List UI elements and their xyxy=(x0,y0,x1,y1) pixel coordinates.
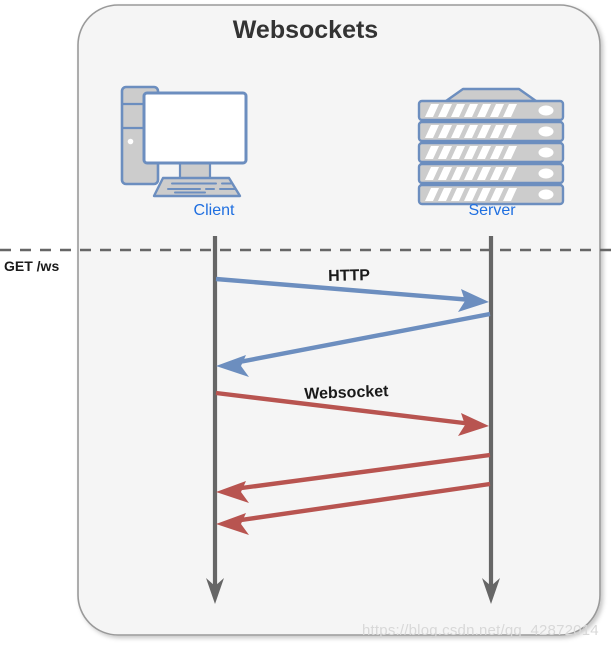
message-ws-push-1 xyxy=(216,452,491,503)
message-ws-push-2 xyxy=(216,481,491,535)
desktop-computer-icon xyxy=(120,85,248,198)
lifeline-client xyxy=(206,236,224,604)
message-ws-open xyxy=(215,390,489,436)
message-http-request xyxy=(215,276,489,312)
server-rack-icon xyxy=(417,87,565,206)
message-http-response xyxy=(216,311,491,377)
lifeline-server xyxy=(482,236,500,604)
